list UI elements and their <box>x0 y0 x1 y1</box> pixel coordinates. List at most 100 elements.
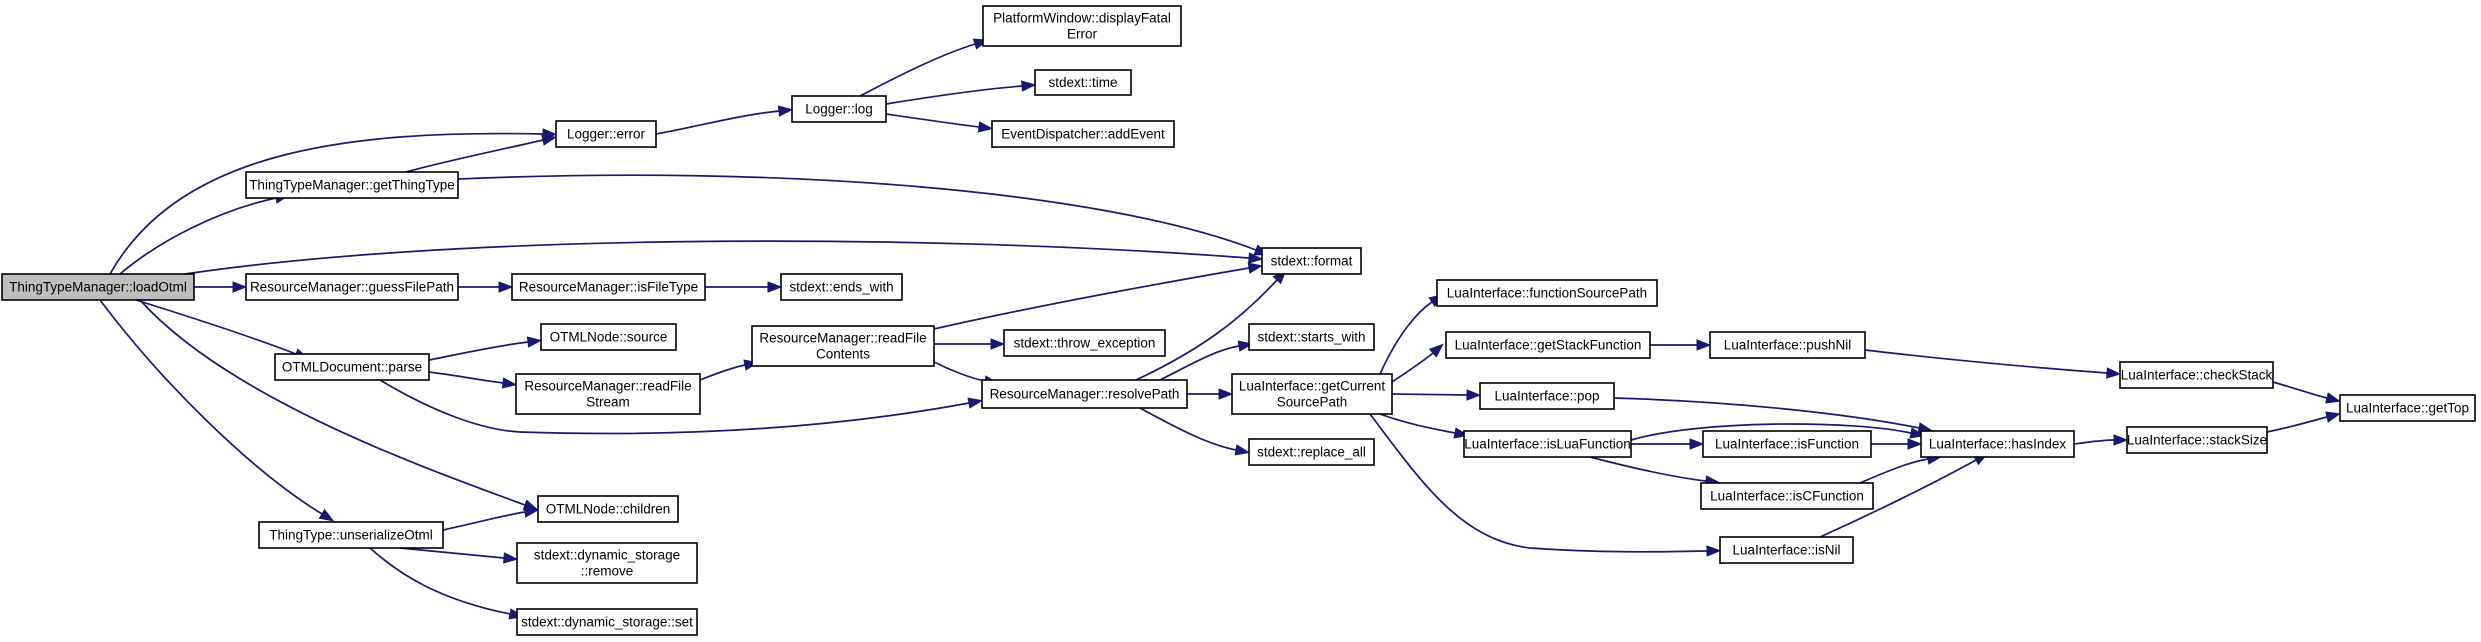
edge-line <box>405 139 544 173</box>
arrowhead-icon <box>1466 389 1482 401</box>
node-label: LuaInterface::functionSourcePath <box>1447 286 1647 301</box>
node-functionSourcePath[interactable]: LuaInterface::functionSourcePath <box>1436 279 1658 307</box>
node-label: LuaInterface::isLuaFunction <box>1464 437 1631 452</box>
edge-otmlParse-to-resolvePath <box>379 379 984 435</box>
node-label: ::remove <box>581 564 634 579</box>
node-isFileType[interactable]: ResourceManager::isFileType <box>511 273 706 301</box>
edge-checkStack-to-getTop <box>2272 381 2341 404</box>
node-label: LuaInterface::getCurrent <box>1239 379 1386 394</box>
node-stdextTime[interactable]: stdext::time <box>1034 69 1132 96</box>
arrowhead-icon <box>503 552 519 564</box>
arrowhead-icon <box>2113 434 2129 446</box>
node-pop[interactable]: LuaInterface::pop <box>1479 382 1615 410</box>
edge-line <box>135 299 297 355</box>
node-isNil[interactable]: LuaInterface::isNil <box>1719 536 1854 564</box>
edge-loadOtml-to-guessFilePath <box>194 281 248 293</box>
node-otmlSource[interactable]: OTMLNode::source <box>540 323 677 351</box>
edge-line <box>428 371 504 384</box>
node-box <box>791 95 887 123</box>
node-hasIndex[interactable]: LuaInterface::hasIndex <box>1920 430 2075 458</box>
node-box <box>1445 331 1651 359</box>
node-addEvent[interactable]: EventDispatcher::addEvent <box>991 120 1175 148</box>
node-endsWith[interactable]: stdext::ends_with <box>780 273 903 301</box>
edge-getCurrentSourcePath-to-isNil <box>1369 413 1722 557</box>
node-getStackFunction[interactable]: LuaInterface::getStackFunction <box>1445 331 1651 359</box>
arrowhead-icon <box>2325 392 2341 404</box>
node-loggerError[interactable]: Logger::error <box>555 120 657 148</box>
node-label: ThingType::unserializeOtml <box>269 528 433 543</box>
node-box <box>1261 247 1362 275</box>
node-box <box>537 495 679 523</box>
node-label: ResourceManager::guessFilePath <box>250 280 454 295</box>
node-box <box>1709 331 1866 359</box>
node-getTop[interactable]: LuaInterface::getTop <box>2339 394 2476 422</box>
node-dsRemove[interactable]: stdext::dynamic_storage::remove <box>516 542 698 584</box>
node-dsSet[interactable]: stdext::dynamic_storage::set <box>516 608 698 636</box>
node-otmlParse[interactable]: OTMLDocument::parse <box>274 353 430 381</box>
edge-line <box>442 511 526 531</box>
node-resolvePath[interactable]: ResourceManager::resolvePath <box>981 379 1188 409</box>
node-unserializeOtml[interactable]: ThingType::unserializeOtml <box>258 521 444 549</box>
arrowhead-icon <box>977 121 994 133</box>
node-box <box>1463 430 1632 458</box>
node-label: EventDispatcher::addEvent <box>1001 127 1165 142</box>
node-checkStack[interactable]: LuaInterface::checkStack <box>2119 361 2274 389</box>
node-label: stdext::dynamic_storage::set <box>521 615 693 630</box>
arrowhead-icon <box>1689 438 1705 450</box>
arrowhead-icon <box>1218 388 1234 400</box>
node-otmlChildren[interactable]: OTMLNode::children <box>537 495 679 523</box>
node-isLuaFunction[interactable]: LuaInterface::isLuaFunction <box>1463 430 1632 458</box>
arrowhead-icon <box>523 506 540 518</box>
node-label: LuaInterface::isFunction <box>1715 437 1859 452</box>
edge-line <box>1369 413 1708 553</box>
edge-pushNil-to-checkStack <box>1864 349 2122 379</box>
arrowhead-icon <box>1428 343 1444 358</box>
edge-hasIndex-to-stackSize <box>2073 434 2129 446</box>
node-label: OTMLNode::children <box>546 502 671 517</box>
edge-isFileType-to-endsWith <box>705 281 783 293</box>
node-isCFunction[interactable]: LuaInterface::isCFunction <box>1700 482 1874 510</box>
node-box <box>515 373 701 415</box>
edge-line <box>1379 301 1433 375</box>
edge-unserializeOtml-to-otmlChildren <box>442 506 540 531</box>
arrowhead-icon <box>1907 438 1923 450</box>
node-box <box>1702 430 1872 458</box>
edge-loggerLog-to-addEvent <box>885 113 994 133</box>
node-box <box>516 542 698 584</box>
node-throwException[interactable]: stdext::throw_exception <box>1003 329 1166 357</box>
edge-line <box>2073 439 2115 445</box>
edges-layer <box>99 38 2341 620</box>
node-getThingType[interactable]: ThingTypeManager::getThingType <box>245 171 459 199</box>
node-loadOtml[interactable]: ThingTypeManager::loadOtml <box>1 273 195 301</box>
node-pushNil[interactable]: LuaInterface::pushNil <box>1709 331 1866 359</box>
edge-loadOtml-to-otmlChildren <box>139 299 539 511</box>
node-isFunction[interactable]: LuaInterface::isFunction <box>1702 430 1872 458</box>
node-startsWith[interactable]: stdext::starts_with <box>1248 323 1375 351</box>
edge-line <box>99 299 323 515</box>
edge-resolvePath-to-replaceAll <box>1139 407 1251 456</box>
node-stackSize[interactable]: LuaInterface::stackSize <box>2126 426 2268 454</box>
node-guessFilePath[interactable]: ResourceManager::guessFilePath <box>245 273 459 301</box>
node-box <box>982 5 1182 47</box>
node-stdextFormat[interactable]: stdext::format <box>1261 247 1362 275</box>
edge-loadOtml-to-stdextFormat <box>184 240 1264 275</box>
edge-line <box>1379 413 1456 434</box>
node-label: OTMLDocument::parse <box>282 360 422 375</box>
node-box <box>511 273 706 301</box>
edge-loadOtml-to-unserializeOtml <box>99 299 335 522</box>
edge-isLuaFunction-to-isCFunction <box>1589 456 1721 487</box>
node-label: LuaInterface::isCFunction <box>1710 489 1864 504</box>
node-box <box>1248 323 1375 351</box>
node-replaceAll[interactable]: stdext::replace_all <box>1248 438 1375 466</box>
node-box <box>2119 361 2274 389</box>
node-label: PlatformWindow::displayFatal <box>993 11 1171 26</box>
edge-line <box>1391 393 1468 396</box>
node-label: LuaInterface::checkStack <box>2121 368 2273 383</box>
node-label: LuaInterface::stackSize <box>2127 433 2267 448</box>
edge-isCFunction-to-hasIndex <box>1859 453 1943 484</box>
node-loggerLog[interactable]: Logger::log <box>791 95 887 123</box>
